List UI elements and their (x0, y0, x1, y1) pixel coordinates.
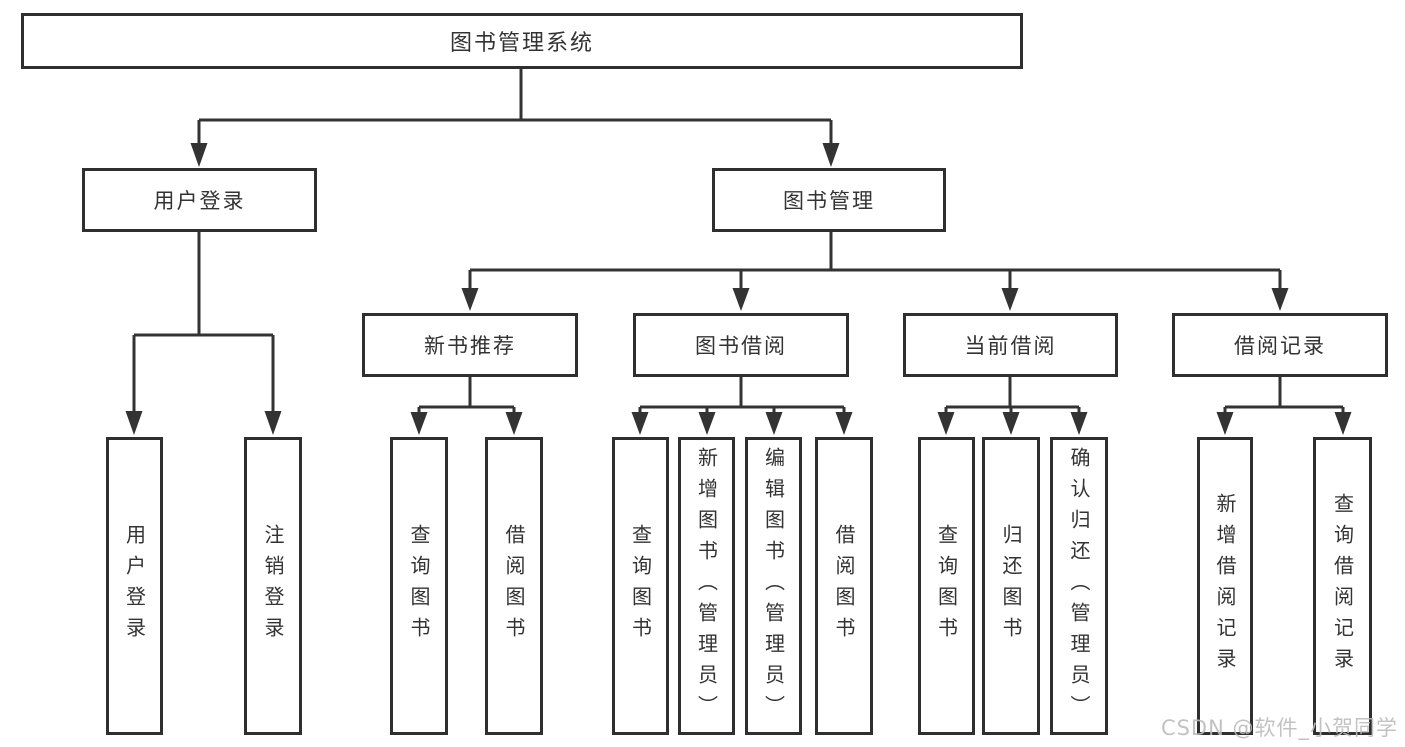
csdn-watermark: CSDN @软件_小贺同学 (1160, 716, 1398, 740)
leaf-query-book-1: 查询图书 (390, 437, 448, 735)
leaf-user-login: 用户登录 (106, 437, 163, 735)
node-new-book-recommend: 新书推荐 (362, 313, 578, 377)
node-borrow-record: 借阅记录 (1172, 313, 1388, 377)
leaf-add-book-admin: 新增图书（管理员） (678, 437, 735, 735)
connector-newbook-section (410, 376, 523, 435)
leaf-borrow-book-1: 借阅图书 (485, 437, 543, 735)
connector-borrow-section (631, 376, 853, 435)
leaf-edit-book-admin: 编辑图书（管理员） (745, 437, 802, 735)
leaf-add-borrow-record: 新增借阅记录 (1197, 437, 1253, 735)
leaf-return-book: 归还图书 (982, 437, 1040, 735)
leaf-logout: 注销登录 (244, 437, 302, 735)
connector-current-section (937, 376, 1088, 435)
connector-record-section (1216, 376, 1352, 435)
leaf-query-borrow-record: 查询借阅记录 (1313, 437, 1372, 735)
connector-user-branch (125, 231, 282, 435)
node-root-system: 图书管理系统 (21, 13, 1023, 69)
node-current-borrow: 当前借阅 (903, 313, 1118, 377)
node-user-login-branch: 用户登录 (82, 168, 317, 232)
leaf-borrow-book-2: 借阅图书 (815, 437, 873, 735)
node-book-management: 图书管理 (712, 168, 946, 232)
connector-book-branch (461, 231, 1289, 311)
connector-root (190, 68, 840, 167)
leaf-query-book-2: 查询图书 (612, 437, 669, 735)
leaf-confirm-return-admin: 确认归还（管理员） (1050, 437, 1108, 735)
node-book-borrow: 图书借阅 (633, 313, 849, 377)
leaf-query-book-3: 查询图书 (918, 437, 975, 735)
